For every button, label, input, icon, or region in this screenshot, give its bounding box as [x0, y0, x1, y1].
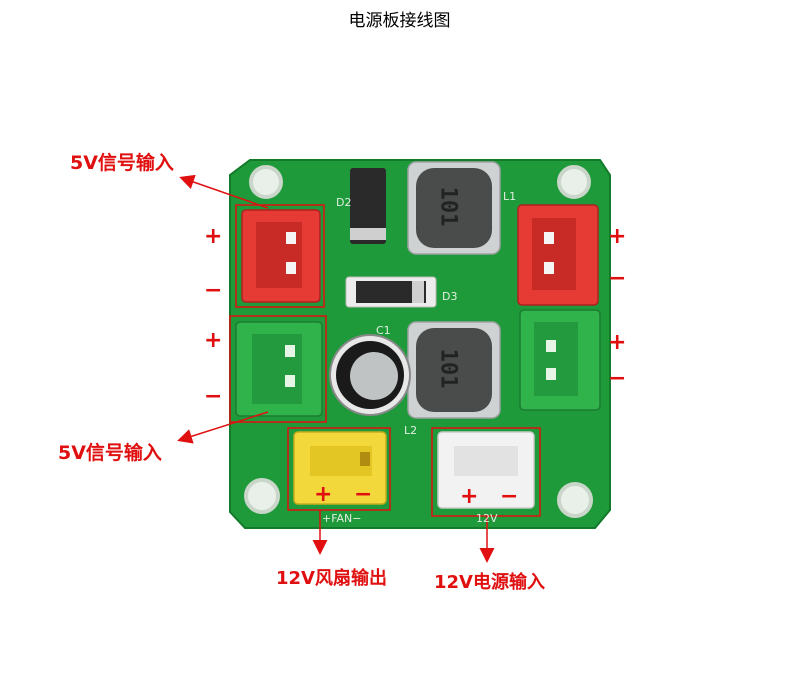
silk-power: 12V [476, 512, 498, 525]
silk-d2: D2 [336, 196, 352, 209]
label-5v-input-top: 5V信号输入 [70, 152, 174, 174]
sign-plus-fan: + [314, 482, 333, 507]
inductor-l2-code: 101 [435, 348, 461, 389]
annotation-arrows [177, 174, 495, 563]
sign-minus-left-red: − [204, 278, 223, 303]
red-connector-right [517, 204, 599, 306]
white-connector-power [431, 427, 541, 517]
diode-d3 [345, 276, 437, 308]
sign-minus-right-green: − [608, 366, 627, 391]
sign-minus-left-green: − [204, 384, 223, 409]
mounting-hole [249, 165, 283, 199]
label-12v-power-input: 12V电源输入 [434, 572, 545, 593]
silk-l2: L2 [404, 424, 418, 437]
inductor-l2 [407, 321, 501, 419]
arrow-mid-left [177, 411, 269, 444]
inductor-l1 [407, 161, 501, 255]
red-connector-left [235, 204, 325, 308]
mounting-hole [557, 482, 593, 518]
diode-d2 [350, 168, 386, 244]
silk-fan: +FAN− [322, 512, 362, 525]
sign-plus-right-red: + [608, 224, 627, 249]
mounting-hole [244, 478, 280, 514]
label-5v-input-mid: 5V信号输入 [58, 442, 162, 464]
arrow-top-left [179, 174, 269, 209]
capacitor-c1 [329, 334, 411, 416]
sign-plus-left-red: + [204, 224, 223, 249]
diagram-title: 电源板接线图 [348, 11, 451, 31]
silk-d3: D3 [442, 290, 458, 303]
sign-minus-fan: − [354, 482, 373, 507]
green-connector-left [229, 315, 327, 423]
mounting-hole [557, 165, 591, 199]
inductor-l1-code: 101 [435, 186, 461, 227]
label-12v-fan-output: 12V风扇输出 [276, 568, 387, 589]
silk-c1: C1 [376, 324, 391, 337]
sign-plus-right-green: + [608, 330, 627, 355]
yellow-connector-fan [287, 427, 391, 511]
sign-minus-power: − [500, 484, 519, 509]
sign-plus-power: + [460, 484, 479, 509]
sign-minus-right-red: − [608, 266, 627, 291]
green-connector-right [519, 309, 601, 411]
sign-plus-left-green: + [204, 328, 223, 353]
silk-l1: L1 [503, 190, 517, 203]
